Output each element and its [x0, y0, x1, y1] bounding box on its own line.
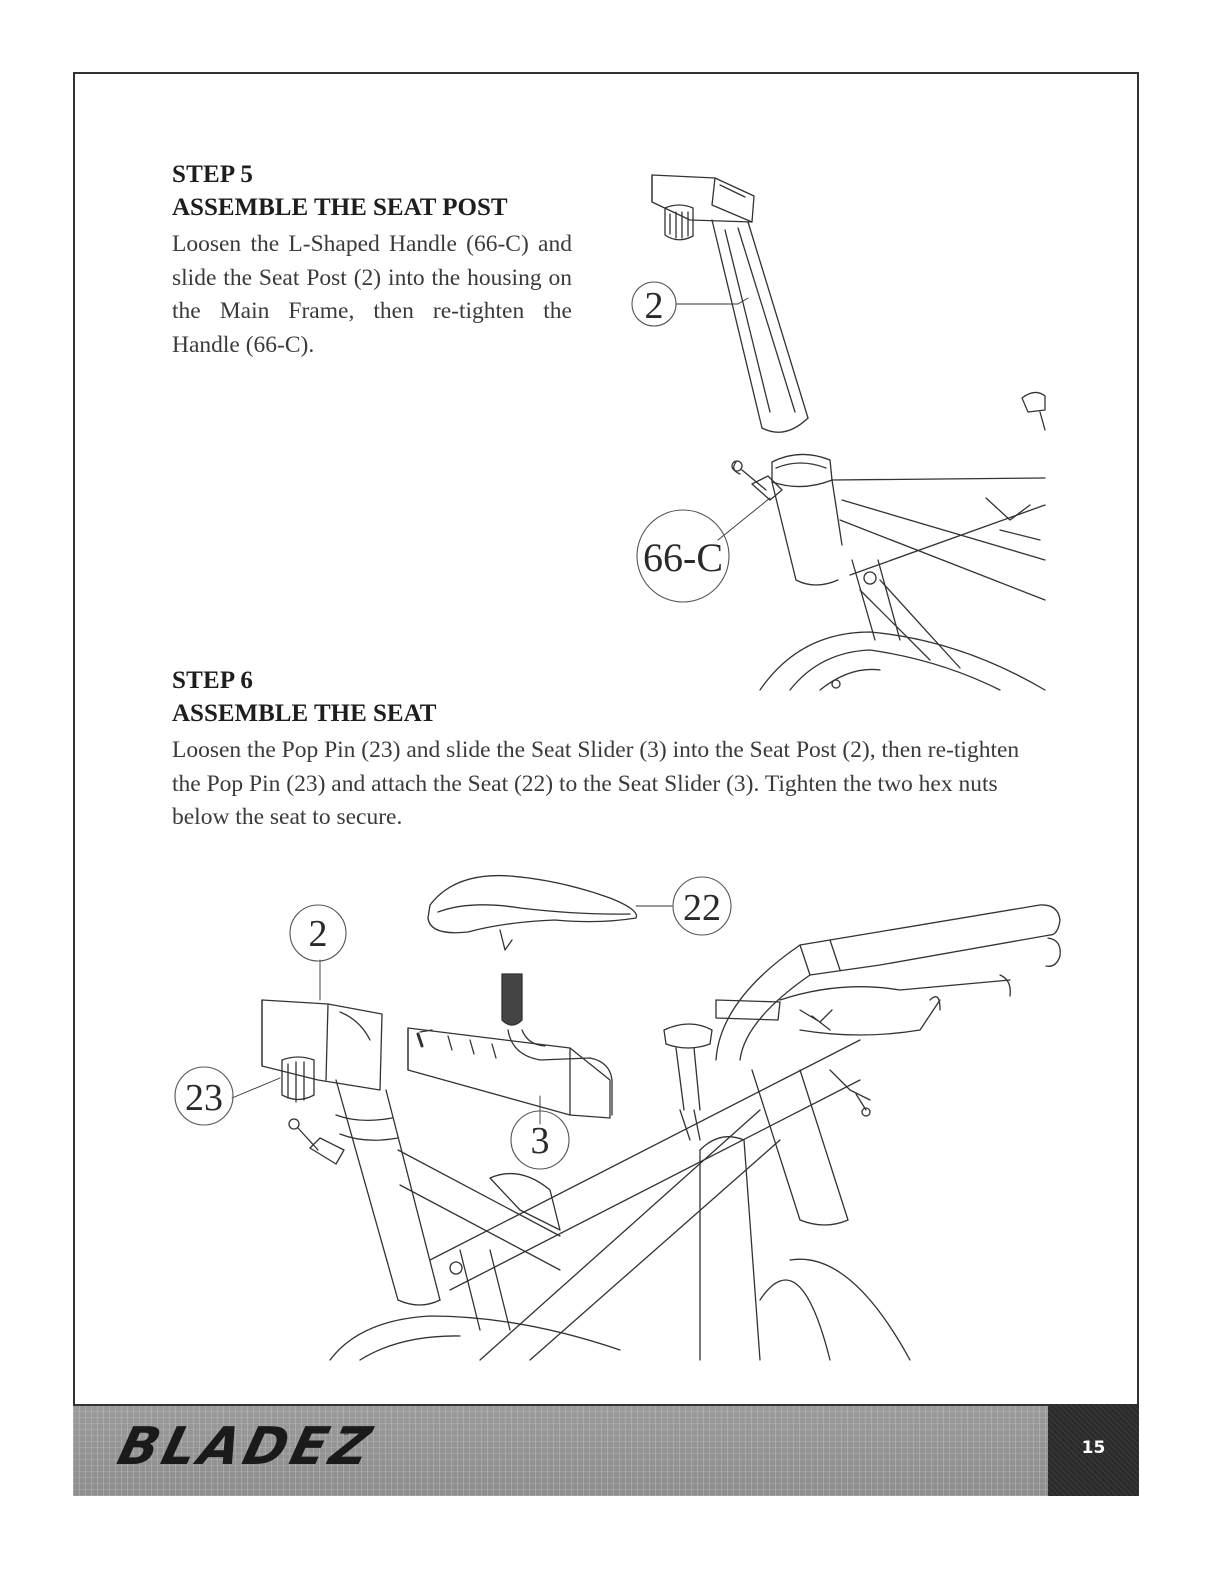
fig2-slider-illustration: [407, 973, 613, 1125]
page-number: 15: [1081, 1438, 1106, 1458]
step6-heading: ASSEMBLE THE SEAT: [172, 700, 437, 727]
step6-instructions: Loosen the Pop Pin (23) and slide the Se…: [172, 737, 1020, 830]
step6-title: STEP 6: [172, 667, 254, 694]
brand-logo: BLADEZ: [112, 1417, 381, 1477]
footer-bar: [73, 1404, 1139, 1496]
callout-fig1-l-handle: 66-C: [643, 535, 723, 580]
trademark-symbol: ®: [342, 1428, 350, 1437]
fig2-post-and-frame-illustration: [231, 904, 1061, 1361]
callout-fig2-seat-post: 2: [309, 913, 328, 955]
callout-fig1-seat-post: 2: [645, 285, 664, 327]
step5-heading: ASSEMBLE THE SEAT POST: [172, 194, 508, 221]
fig1-frame-illustration: [717, 391, 1046, 691]
step5-title: STEP 5: [172, 161, 254, 188]
page-number-box: [1048, 1404, 1139, 1496]
callout-fig2-pop-pin: 23: [185, 1077, 223, 1119]
fig2-seat-illustration: [427, 874, 673, 951]
callout-fig2-seat-slider: 3: [531, 1120, 550, 1162]
callout-fig2-seat: 22: [683, 887, 721, 929]
fig1-seat-post-illustration: [651, 174, 809, 433]
step5-instructions: Loosen the L-Shaped Handle (66-C) and sl…: [172, 231, 572, 358]
